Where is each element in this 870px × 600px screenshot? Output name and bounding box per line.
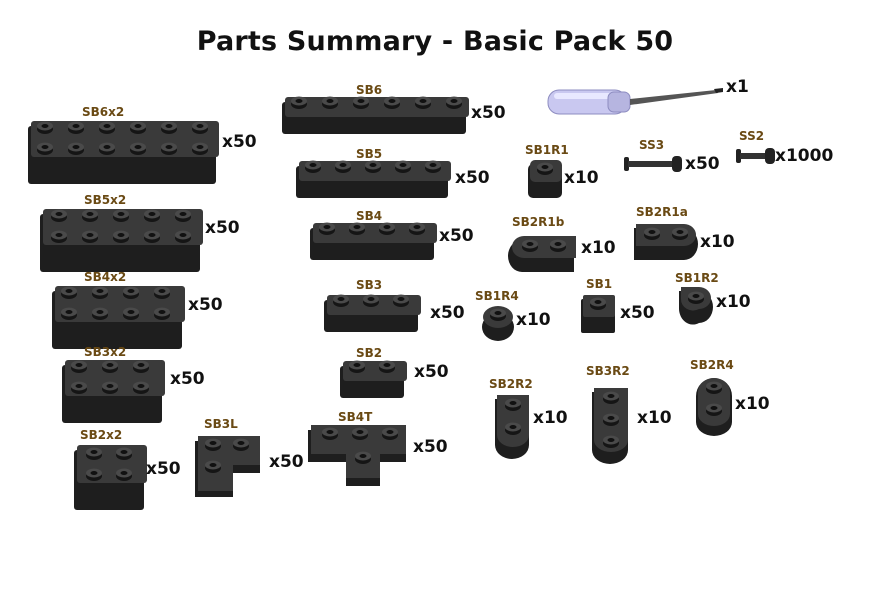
- part-qty: x10: [533, 408, 568, 428]
- round-brick-icon: [634, 224, 698, 260]
- part-qty: x50: [222, 132, 257, 152]
- part-label: SS3: [639, 138, 665, 152]
- part-label: SB6: [356, 83, 383, 97]
- brick-icon: [40, 209, 203, 272]
- part-qty: x1: [726, 77, 749, 97]
- t-brick-icon: [308, 425, 406, 486]
- brick-icon: [62, 360, 165, 423]
- round-brick-icon: [495, 395, 529, 459]
- part-qty: x50: [471, 103, 506, 123]
- brick-icon: [52, 286, 185, 349]
- part-label: SB4: [356, 209, 383, 223]
- part-qty: x50: [413, 437, 448, 457]
- brick-icon: [28, 121, 219, 184]
- part-label: SB1R4: [475, 289, 519, 303]
- part-label: SS2: [739, 129, 765, 143]
- part-label: SB2x2: [80, 428, 123, 442]
- round-brick-icon: [592, 388, 628, 464]
- part-label: SB4T: [338, 410, 373, 424]
- part-label: SB3: [356, 278, 383, 292]
- brick-icon: [74, 445, 147, 510]
- part-qty: x10: [637, 408, 672, 428]
- part-label: SB5: [356, 147, 383, 161]
- part-qty: x50: [439, 226, 474, 246]
- part-qty: x10: [581, 238, 616, 258]
- brick-icon: [282, 96, 469, 134]
- part-label: SB3R2: [586, 364, 630, 378]
- part-qty: x50: [188, 295, 223, 315]
- part-qty: x10: [700, 232, 735, 252]
- part-label: SB5x2: [84, 193, 127, 207]
- screwdriver-icon: [547, 88, 723, 115]
- part-qty: x50: [269, 452, 304, 472]
- part-qty: x50: [685, 154, 720, 174]
- part-qty: x50: [170, 369, 205, 389]
- part-qty: x50: [414, 362, 449, 382]
- part-label: SB1R2: [675, 271, 719, 285]
- part-qty: x50: [430, 303, 465, 323]
- brick-icon: [340, 360, 407, 398]
- part-label: SB2R4: [690, 358, 734, 372]
- round-brick-icon: [679, 287, 713, 325]
- part-label: SB2R1a: [636, 205, 688, 219]
- part-label: SB1: [586, 277, 613, 291]
- part-label: SB6x2: [82, 105, 125, 119]
- part-qty: x50: [455, 168, 490, 188]
- page-title: Parts Summary - Basic Pack 50: [196, 26, 674, 57]
- part-qty: x50: [620, 303, 655, 323]
- part-qty: x10: [516, 310, 551, 330]
- part-label: SB1R1: [525, 143, 569, 157]
- round-brick-icon: [508, 236, 576, 272]
- round-brick-icon: [696, 378, 732, 436]
- brick-icon: [581, 295, 615, 333]
- brick-icon: [296, 160, 451, 198]
- part-qty: x10: [564, 168, 599, 188]
- screw-icon: [624, 156, 682, 172]
- part-qty: x10: [716, 292, 751, 312]
- part-label: SB2: [356, 346, 383, 360]
- part-label: SB3L: [204, 417, 238, 431]
- part-qty: x50: [205, 218, 240, 238]
- part-label: SB2R1b: [512, 215, 565, 229]
- round-brick-icon: [528, 160, 562, 198]
- part-qty: x1000: [775, 146, 834, 166]
- part-label: SB2R2: [489, 377, 533, 391]
- screw-icon: [736, 148, 775, 164]
- part-qty: x10: [735, 394, 770, 414]
- round-brick-icon: [482, 306, 514, 341]
- part-qty: x50: [146, 459, 181, 479]
- brick-icon: [310, 222, 437, 260]
- part-label: SB3x2: [84, 345, 127, 359]
- part-label: SB4x2: [84, 270, 127, 284]
- l-brick-icon: [195, 436, 260, 497]
- brick-icon: [324, 294, 421, 332]
